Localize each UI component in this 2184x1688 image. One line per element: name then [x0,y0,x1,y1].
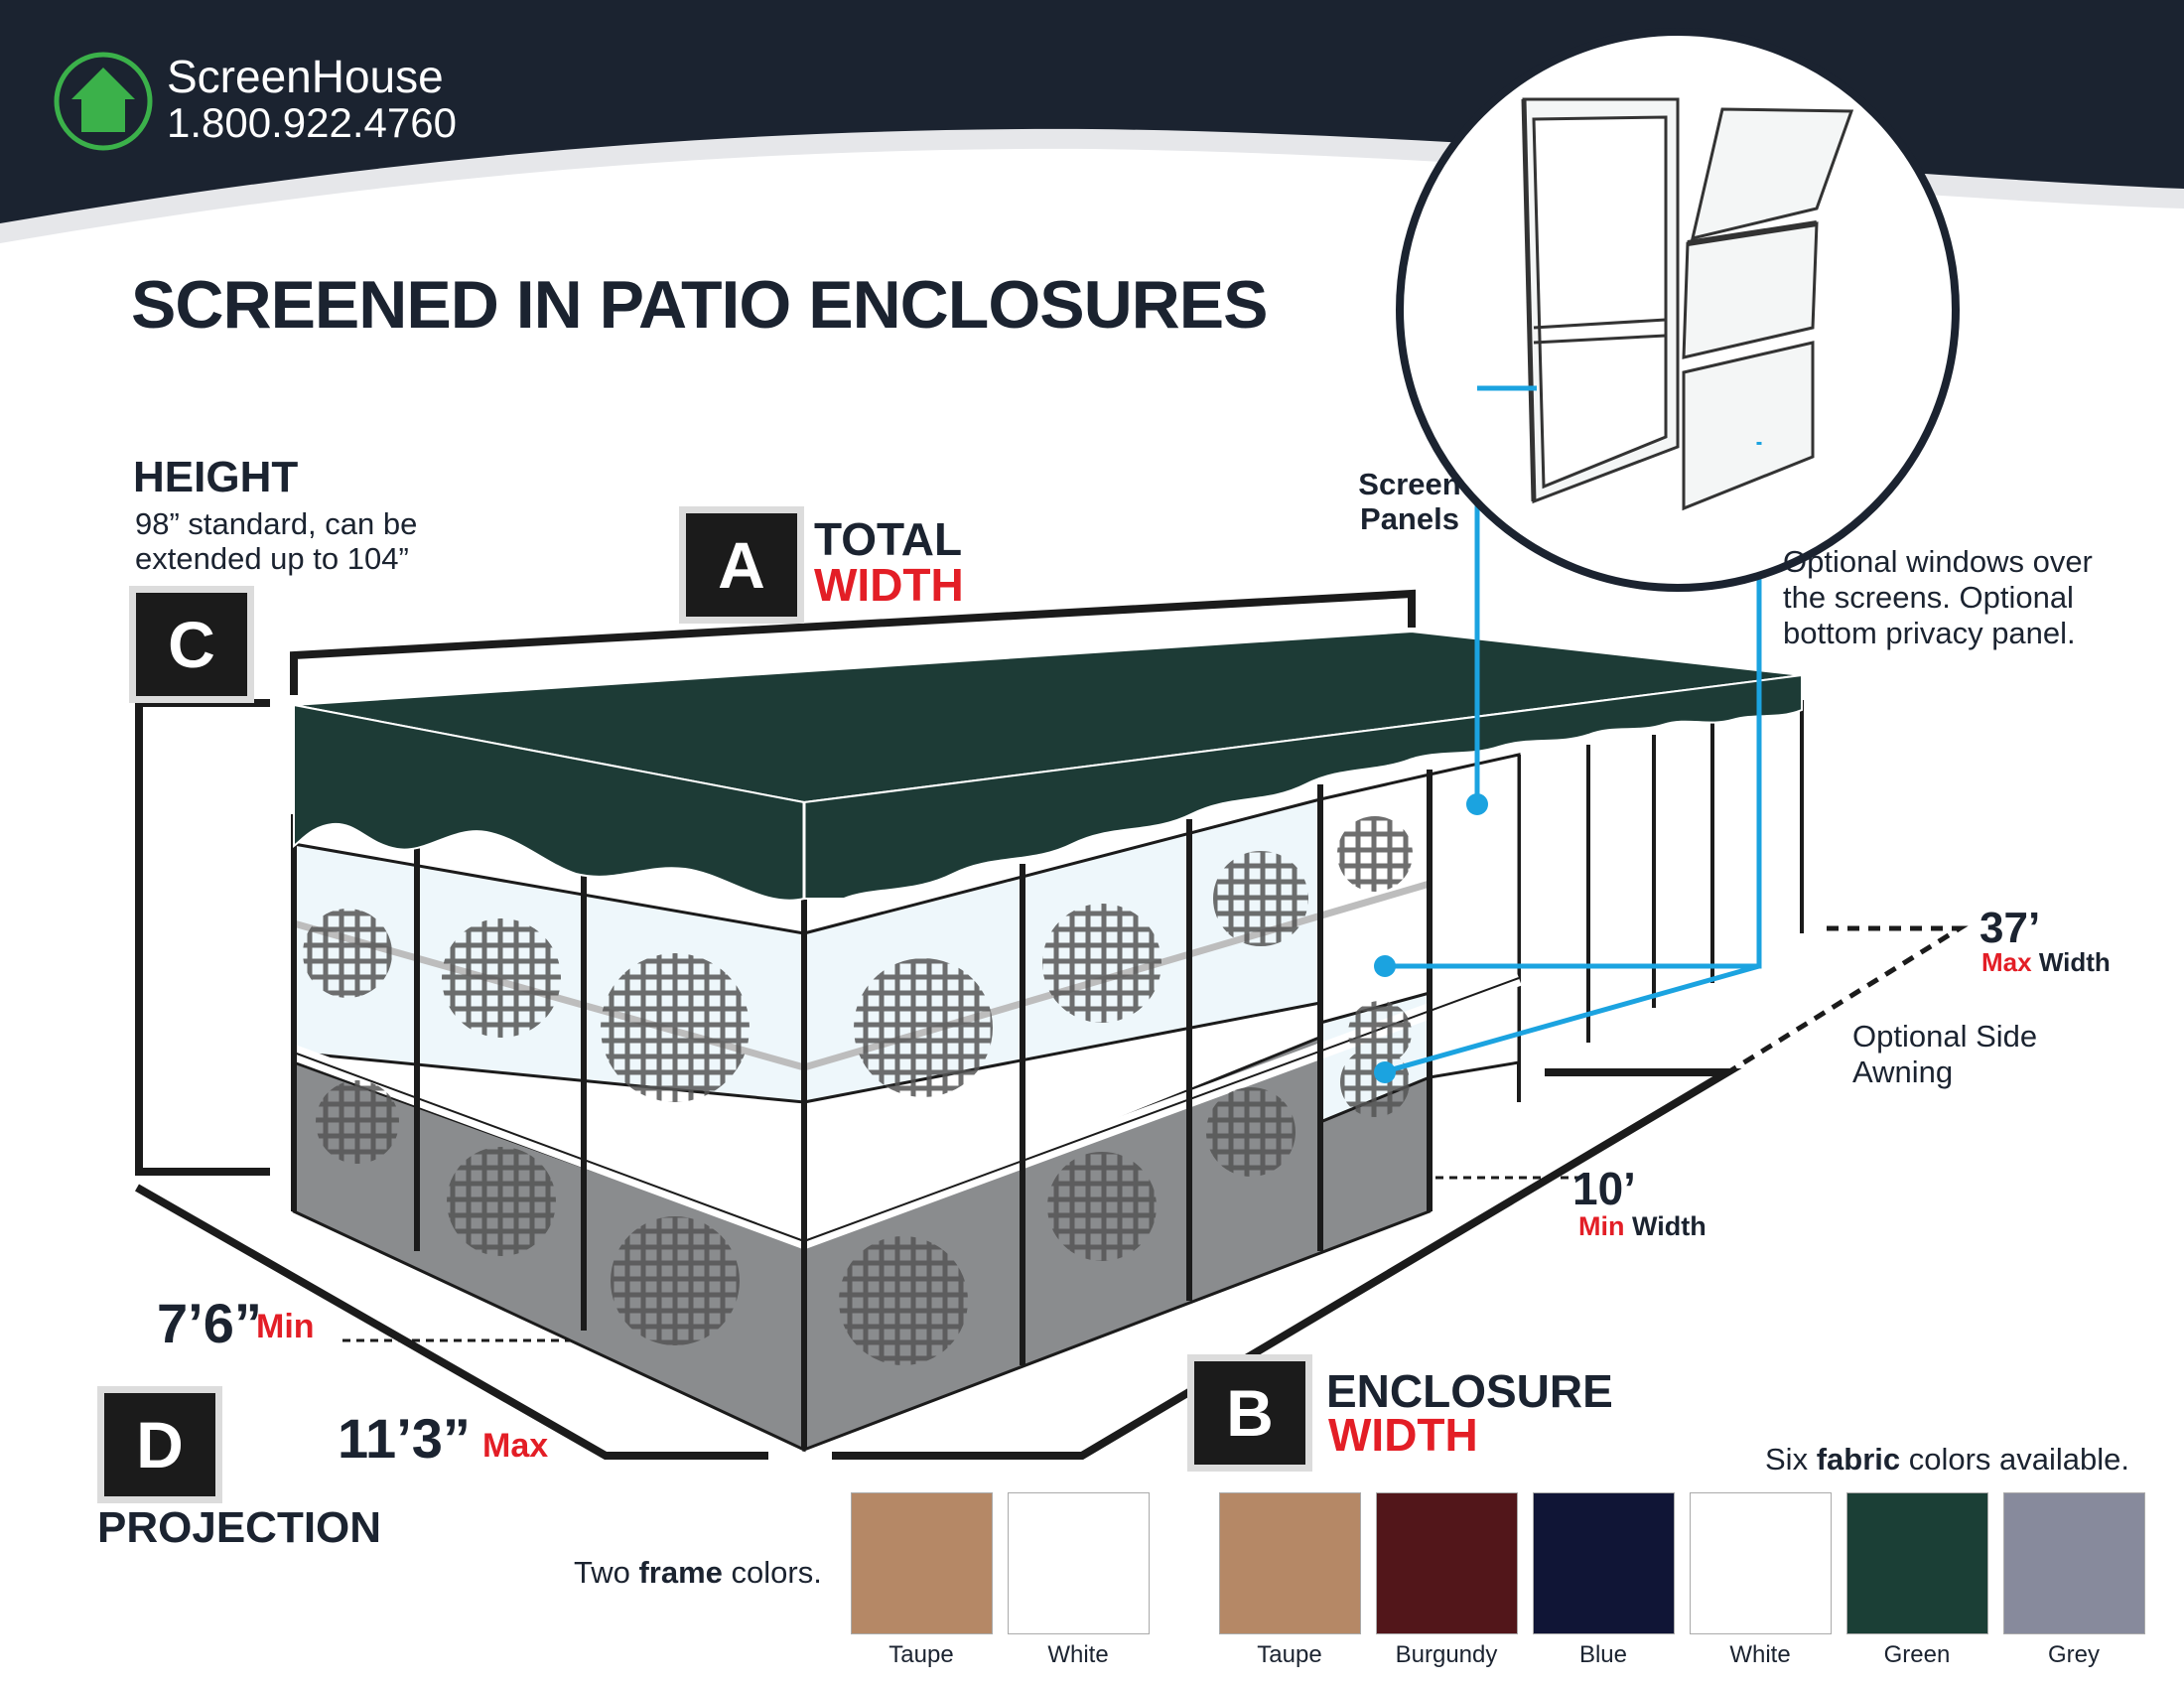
projection-min-label: Min [256,1308,315,1345]
total-width-line1: TOTAL [814,513,963,565]
optional-windows-line3: bottom privacy panel. [1783,616,2076,650]
color-swatch[interactable] [851,1492,993,1634]
letter-a-badge: A [679,506,804,624]
frame-colors-caption: Two frame colors. [574,1555,822,1591]
window-panel-drawing [1682,107,1854,511]
enclosure-width-line1: ENCLOSURE [1326,1365,1613,1417]
letter-b-badge: B [1187,1354,1312,1472]
height-line2: extended up to 104” [135,541,409,576]
page-title: SCREENED IN PATIO ENCLOSURES [131,267,1269,343]
height-line1: 98” standard, can be [135,506,418,541]
projection-bracket [135,1184,768,1460]
fabric-colors-text-after: colors available. [1900,1442,2130,1477]
screen-panels-line1: Screen [1358,467,1461,501]
house-logo-icon [54,52,153,151]
max-width-dash [1729,925,1969,1073]
swatch-label: Burgundy [1395,1641,1498,1668]
frame-colors-text-after: colors. [722,1555,822,1590]
color-swatch[interactable] [1008,1492,1150,1634]
color-swatch[interactable] [1533,1492,1675,1634]
max-width-label: Max Width [1981,947,2111,978]
height-bracket [135,699,270,1176]
color-swatch[interactable] [1846,1492,1988,1634]
projection-heading: PROJECTION [97,1503,382,1552]
swatch-label: White [1047,1641,1109,1668]
brand-name[interactable]: ScreenHouse [167,51,444,102]
swatch-label: Taupe [888,1641,954,1668]
color-swatch[interactable] [2003,1492,2145,1634]
color-swatch[interactable] [1219,1492,1361,1634]
optional-windows-note: Optional windows over the screens. Optio… [1783,544,2093,651]
letter-c-badge: C [129,586,254,703]
height-heading: HEIGHT [133,453,299,501]
projection-max-label: Max [482,1427,549,1465]
swatch-label: Taupe [1257,1641,1322,1668]
screen-panels-label: Screen Panels [1330,467,1489,536]
color-swatch[interactable] [1376,1492,1518,1634]
total-width-line2: WIDTH [814,559,964,611]
awning-right-valance [803,673,1803,900]
fabric-colors-text-bold: fabric [1816,1442,1901,1477]
swatch-label: Green [1883,1641,1951,1668]
frame-colors-text-before: Two [574,1555,639,1590]
projection-max-value: 11’3” [338,1407,471,1470]
min-width-label: Min Width [1578,1211,1706,1242]
frame-colors-text-bold: frame [638,1555,723,1590]
max-width-value: 37’ [1979,904,2041,952]
enclosure-bracket [832,1068,1742,1460]
awning-front-valance [293,703,805,902]
fabric-colors-text-before: Six [1765,1442,1817,1477]
color-swatch[interactable] [1690,1492,1832,1634]
screen-door-drawing [1521,97,1680,504]
swatch-label: White [1729,1641,1791,1668]
side-awning-line2: Awning [1852,1055,1954,1089]
min-width-rest: Width [1632,1211,1706,1241]
swatch-label: Grey [2047,1641,2100,1668]
brand-phone[interactable]: 1.800.922.4760 [167,99,457,146]
side-awning-note: Optional Side Awning [1852,1019,2037,1090]
side-awning-line1: Optional Side [1852,1019,2038,1054]
min-width-red: Min [1578,1211,1625,1241]
enclosure-width-line2: WIDTH [1328,1409,1478,1461]
projection-min-value: 7’6” [157,1292,262,1354]
swatch-label: Blue [1578,1641,1628,1668]
total-width-bracket [290,589,1416,695]
min-width-value: 10’ [1572,1163,1636,1214]
panel-detail-circle [1396,28,1960,592]
optional-windows-line2: the screens. Optional [1783,580,2074,615]
max-width-red: Max [1981,947,2032,977]
fabric-colors-caption: Six fabric colors available. [1765,1442,2129,1477]
optional-windows-line1: Optional windows over [1783,544,2093,579]
max-width-rest: Width [2038,947,2111,977]
screen-panels-line2: Panels [1360,501,1459,536]
front-frame-posts [291,770,1433,1450]
letter-d-badge: D [97,1386,222,1503]
